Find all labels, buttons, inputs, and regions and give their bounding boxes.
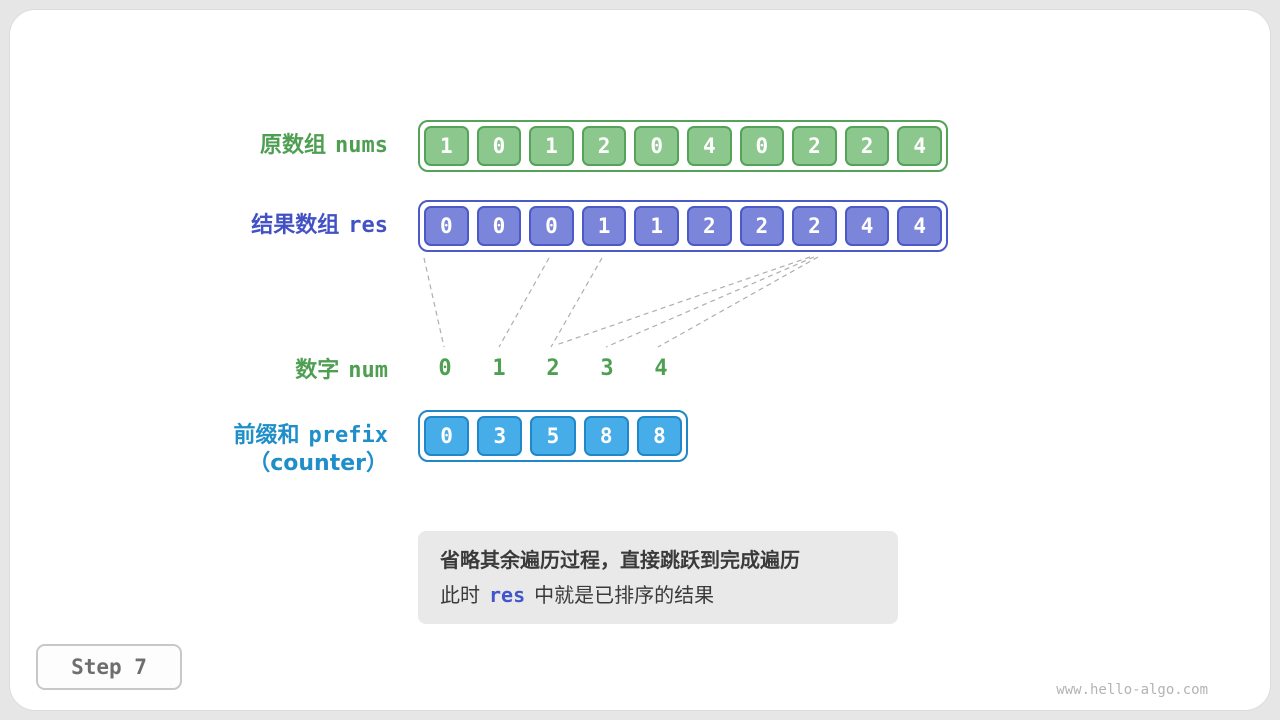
prefix-label-sub: （counter）	[248, 451, 388, 476]
res-label-cn: 结果数组	[251, 213, 340, 238]
caption-line2-pre: 此时	[440, 583, 480, 607]
array-cell: 4	[844, 206, 890, 246]
array-cell: 2	[739, 206, 785, 246]
nums-label: 原数组 nums	[100, 132, 388, 160]
array-cell: 2	[581, 126, 627, 166]
array-cell: 0	[424, 416, 470, 456]
array-cell: 0	[424, 206, 469, 246]
caption-res-ref: res	[489, 583, 526, 607]
caption-box: 省略其余遍历过程，直接跳跃到完成遍历 此时 res 中就是已排序的结果	[418, 531, 898, 624]
array-cell: 8	[636, 416, 683, 456]
array-cell: 4	[897, 126, 942, 166]
res-label: 结果数组 res	[100, 212, 388, 240]
array-cell: 1	[529, 126, 574, 166]
prefix-label-line1: 前缀和 prefix	[100, 422, 389, 450]
caption-line2: 此时 res 中就是已排序的结果	[440, 581, 876, 609]
array-cell: 2	[686, 206, 732, 246]
step-indicator: Step 7	[36, 644, 182, 690]
array-cell: 2	[792, 126, 837, 166]
prefix-label-cn: 前缀和	[233, 423, 300, 448]
num-digit: 3	[600, 356, 614, 381]
array-cell: 1	[634, 206, 679, 246]
array-cell: 4	[686, 126, 732, 166]
array-cell: 1	[424, 126, 469, 166]
caption-line1: 省略其余遍历过程，直接跳跃到完成遍历	[440, 548, 800, 572]
num-digit: 2	[546, 356, 560, 381]
step-label: Step 7	[71, 655, 147, 679]
array-cell: 2	[844, 126, 890, 166]
num-digits-row: 0 1 2 3 4	[418, 356, 688, 381]
nums-label-code: nums	[335, 133, 388, 158]
array-cell: 0	[476, 126, 522, 166]
array-cell: 3	[477, 416, 523, 456]
res-label-code: res	[348, 213, 388, 238]
array-cell: 1	[581, 206, 627, 246]
nums-label-cn: 原数组	[260, 133, 327, 158]
array-cell: 0	[634, 126, 679, 166]
array-cell: 0	[739, 126, 785, 166]
prefix-label: 前缀和 prefix （counter）	[100, 422, 389, 478]
prefix-label-code: prefix	[308, 423, 388, 448]
watermark: www.hello-algo.com	[1056, 682, 1208, 698]
num-label: 数字 num	[100, 357, 388, 385]
array-cell: 8	[583, 416, 629, 456]
array-cell: 2	[792, 206, 837, 246]
num-label-cn: 数字	[295, 358, 340, 383]
num-label-code: num	[348, 358, 388, 383]
num-digit: 4	[654, 356, 668, 381]
array-cell: 0	[476, 206, 522, 246]
num-digit: 1	[492, 356, 506, 381]
num-digit: 0	[438, 356, 452, 381]
caption-line2-post: 中就是已排序的结果	[534, 583, 715, 607]
array-cell: 4	[897, 206, 942, 246]
array-cell: 5	[530, 416, 576, 456]
array-cell: 0	[529, 206, 574, 246]
